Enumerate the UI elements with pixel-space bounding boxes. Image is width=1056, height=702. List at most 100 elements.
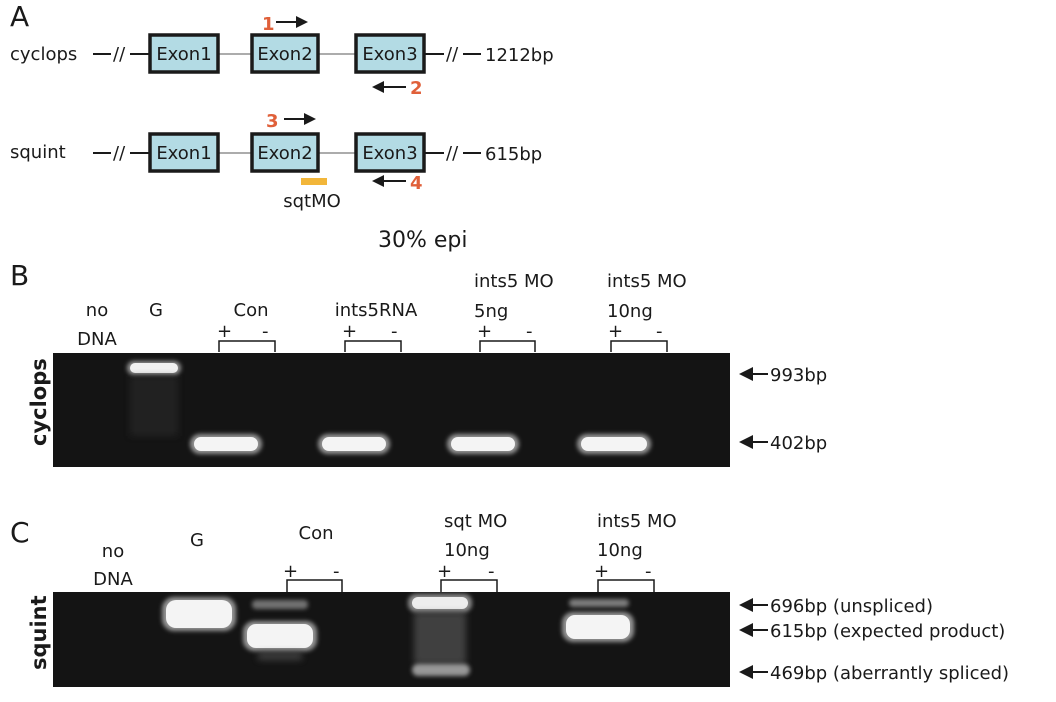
gel-b-genomic-smear (130, 376, 178, 436)
gel-b-band-mo10-402 (577, 434, 651, 454)
b-rt-plus-mo10: + (608, 321, 623, 342)
b-rt-plus-ints5rna: + (342, 321, 357, 342)
b-bracket-con: + - (217, 321, 276, 352)
squint-exon3 (354, 132, 426, 173)
b-marker-993-arrow-icon (739, 367, 753, 381)
panel-b-rt-brackets: + - + - + - + - (217, 321, 668, 352)
panel-c-rt-brackets: + - + - + - (283, 561, 655, 592)
gel-b-band-mo5-402 (447, 434, 519, 454)
c-marker-469-arrow-icon (739, 665, 753, 679)
sqtmo-label: sqtMO (283, 191, 341, 212)
gel-b-band-con-402 (190, 434, 262, 454)
gel-c-side-label: squint (27, 595, 51, 670)
b-rt-plus-con: + (217, 321, 232, 342)
primer-3-arrow-icon (284, 113, 316, 125)
c-lane-mo10-line2: 10ng (597, 540, 643, 561)
cyclops-exon3-label: Exon3 (362, 44, 417, 65)
c-marker-615-arrow-icon (739, 623, 753, 637)
gel-b-band-genomic-993 (127, 361, 181, 375)
c-rt-plus-sqtmo: + (437, 561, 452, 582)
gel-c (53, 592, 730, 687)
gel-b-band-ints5rna-402 (318, 434, 390, 454)
b-lane-nodna-line2: DNA (77, 329, 117, 350)
cyclops-right-break: // (446, 44, 459, 65)
c-bracket-mo10: + - (594, 561, 655, 592)
cyclops-exon2 (250, 33, 320, 74)
b-rt-minus-mo10: - (656, 321, 663, 342)
c-marker-469: 469bp (aberrantly spliced) (739, 663, 1009, 684)
gel-c-con-696 (252, 600, 308, 609)
b-rt-minus-ints5rna: - (391, 321, 398, 342)
gel-c-con-smear (258, 652, 302, 660)
cyclops-left-break: // (113, 44, 126, 65)
cyclops-size-label: 1212bp (485, 45, 554, 66)
sqtmo-target-bar (301, 178, 327, 185)
squint-exon2 (250, 132, 320, 173)
b-bracket-mo5: + - (477, 321, 536, 352)
squint-right-break: // (446, 143, 459, 164)
cyclops-exon2-label: Exon2 (257, 44, 312, 65)
b-lane-mo5-line1: ints5 MO (474, 271, 554, 292)
b-lane-genomic: G (149, 300, 163, 321)
gel-c-band-sqtmo-696 (408, 594, 472, 612)
panel-c-letter: C (10, 516, 30, 549)
primer-2-number: 2 (410, 78, 423, 99)
b-lane-mo10-line1: ints5 MO (607, 271, 687, 292)
gel-c-band-sqtmo-469 (412, 664, 470, 676)
squint-exon2-label: Exon2 (257, 143, 312, 164)
c-marker-696-arrow-icon (739, 598, 753, 612)
c-lane-con: Con (299, 523, 334, 544)
gel-c-band-con-615 (243, 621, 317, 651)
c-lane-nodna-line2: DNA (93, 569, 133, 590)
b-rt-minus-mo5: - (526, 321, 533, 342)
b-marker-993-label: 993bp (770, 365, 827, 386)
c-rt-minus-mo10: - (645, 561, 652, 582)
squint-size-label: 615bp (485, 144, 542, 165)
b-lane-con: Con (234, 300, 269, 321)
primer-2-arrow-icon (372, 81, 406, 93)
c-bracket-con: + - (283, 561, 343, 592)
squint-gene-label: squint (10, 142, 66, 163)
c-marker-469-label: 469bp (aberrantly spliced) (770, 663, 1009, 684)
b-lane-ints5rna: ints5RNA (335, 300, 418, 321)
primer-1-number: 1 (262, 14, 275, 35)
c-rt-minus-con: - (333, 561, 340, 582)
c-lane-mo10-line1: ints5 MO (597, 511, 677, 532)
primer-4-arrow-icon (372, 175, 406, 187)
gel-b (53, 353, 730, 467)
b-marker-402-label: 402bp (770, 433, 827, 454)
squint-exon3-label: Exon3 (362, 143, 417, 164)
squint-gene-model: squint // Exon1 Exon2 Exon3 // 615bp 3 4… (10, 111, 542, 212)
b-bracket-mo10: + - (608, 321, 668, 352)
c-rt-minus-sqtmo: - (488, 561, 495, 582)
gel-c-band-genomic (162, 597, 236, 631)
cyclops-gene-label: cyclops (10, 44, 77, 65)
panel-a-letter: A (10, 0, 29, 33)
c-marker-696-label: 696bp (unspliced) (770, 596, 933, 617)
gel-c-band-mo10-615 (562, 612, 634, 642)
squint-exon1 (148, 132, 220, 173)
c-lane-sqtmo-line1: sqt MO (444, 511, 507, 532)
c-rt-plus-mo10: + (594, 561, 609, 582)
c-lane-nodna-line1: no (102, 541, 124, 562)
b-marker-402: 402bp (739, 433, 827, 454)
b-bracket-ints5rna: + - (342, 321, 402, 352)
gel-b-side-label: cyclops (27, 358, 51, 446)
b-lane-mo10-line2: 10ng (607, 301, 653, 322)
primer-3-number: 3 (266, 111, 279, 132)
cyclops-exon1-label: Exon1 (156, 44, 211, 65)
c-lane-sqtmo-line2: 10ng (444, 540, 490, 561)
b-marker-993: 993bp (739, 365, 827, 386)
panel-b-letter: B (10, 259, 29, 292)
c-rt-plus-con: + (283, 561, 298, 582)
b-lane-nodna-line1: no (86, 300, 108, 321)
primer-4-number: 4 (410, 173, 423, 194)
primer-1-arrow-icon (276, 16, 308, 28)
c-marker-615-label: 615bp (expected product) (770, 621, 1005, 642)
b-rt-plus-mo5: + (477, 321, 492, 342)
b-rt-minus-con: - (262, 321, 269, 342)
gel-c-sqtmo-smear (414, 612, 466, 664)
c-lane-genomic: G (190, 530, 204, 551)
c-bracket-sqtmo: + - (437, 561, 498, 592)
